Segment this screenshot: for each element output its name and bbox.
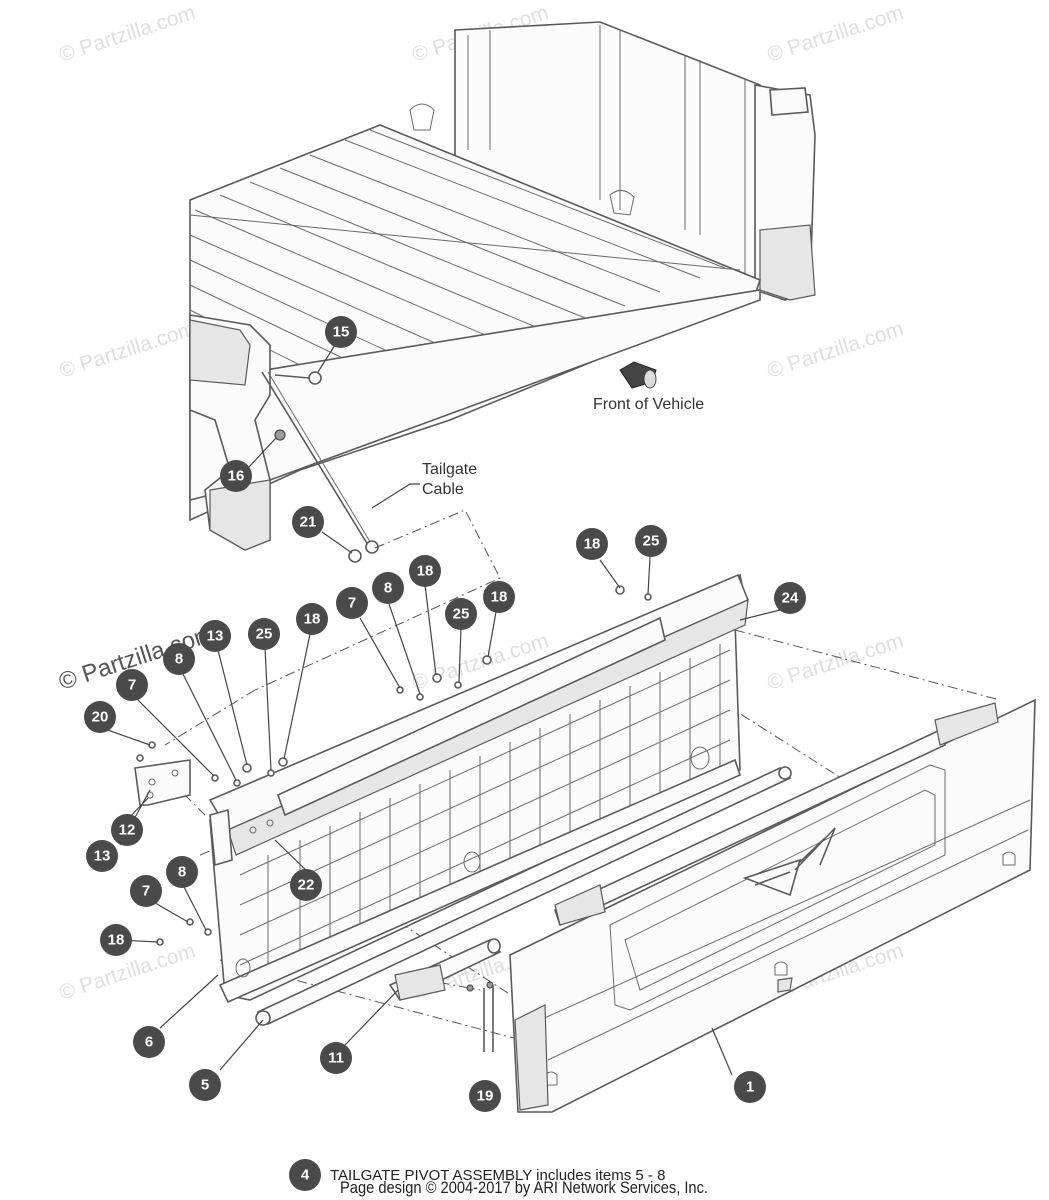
svg-text:20: 20 [92, 709, 109, 726]
callout-8[interactable]: 8 [163, 643, 195, 675]
callout-5[interactable]: 5 [189, 1069, 221, 1101]
callout-8[interactable]: 8 [372, 572, 404, 604]
svg-text:24: 24 [782, 590, 799, 607]
svg-text:18: 18 [108, 932, 125, 949]
callout-6[interactable]: 6 [133, 1026, 165, 1058]
svg-text:22: 22 [298, 877, 315, 894]
svg-text:7: 7 [128, 677, 136, 694]
svg-text:18: 18 [417, 563, 434, 580]
watermark: © Partzilla.com [764, 1, 906, 67]
svg-text:8: 8 [178, 864, 186, 881]
callout-19[interactable]: 19 [469, 1080, 501, 1112]
callout-13[interactable]: 13 [199, 620, 231, 652]
svg-text:8: 8 [384, 580, 392, 597]
watermark: © Partzilla.com [764, 317, 906, 383]
tie-down-loop [609, 190, 635, 216]
svg-text:18: 18 [584, 536, 601, 553]
callout-18[interactable]: 18 [483, 581, 515, 613]
cargo-bed [189, 21, 816, 551]
nut-16 [274, 429, 286, 441]
callout-18[interactable]: 18 [409, 555, 441, 587]
callout-25[interactable]: 25 [445, 598, 477, 630]
svg-text:8: 8 [175, 651, 183, 668]
callout-21[interactable]: 21 [292, 506, 324, 538]
latch-bar [388, 938, 502, 1052]
callout-15[interactable]: 15 [325, 316, 357, 348]
svg-text:25: 25 [643, 533, 660, 550]
watermark: © Partzilla.com [56, 317, 198, 383]
callout-4[interactable]: 4 [289, 1159, 321, 1191]
callout-18[interactable]: 18 [296, 603, 328, 635]
watermark: © Partzilla.com [56, 1, 198, 67]
svg-text:15: 15 [333, 324, 350, 341]
bolt-15 [308, 371, 322, 385]
callout-1[interactable]: 1 [734, 1071, 766, 1103]
svg-text:Tailgate: Tailgate [422, 461, 477, 478]
svg-text:7: 7 [142, 883, 150, 900]
svg-text:19: 19 [477, 1088, 494, 1105]
svg-text:25: 25 [453, 606, 470, 623]
footer: 4 TAILGATE PIVOT ASSEMBLY includes items… [289, 1159, 708, 1197]
hinge-bracket [134, 759, 191, 806]
svg-text:6: 6 [145, 1034, 153, 1051]
svg-text:1: 1 [746, 1079, 754, 1096]
front-of-vehicle-label: Front of Vehicle [593, 396, 704, 413]
tailgate-outer-panel [509, 698, 1036, 1113]
callout-12[interactable]: 12 [111, 814, 143, 846]
copyright-notice: Page design © 2004-2017 by ARI Network S… [340, 1178, 708, 1197]
svg-text:7: 7 [348, 595, 356, 612]
svg-text:25: 25 [256, 626, 273, 643]
callout-20[interactable]: 20 [84, 701, 116, 733]
tie-down-loop [409, 103, 435, 131]
callout-16[interactable]: 16 [220, 460, 252, 492]
callout-24[interactable]: 24 [774, 582, 806, 614]
brand-emblem-icon [742, 827, 836, 897]
svg-text:21: 21 [300, 514, 317, 531]
svg-text:16: 16 [228, 468, 245, 485]
watermark: © Partzilla.com [764, 629, 906, 695]
svg-text:Cable: Cable [422, 481, 464, 498]
svg-text:13: 13 [94, 848, 111, 865]
tailgate-cable [261, 371, 379, 563]
pivot-rod [255, 766, 792, 1026]
callout-18[interactable]: 18 [100, 924, 132, 956]
callout-7[interactable]: 7 [116, 669, 148, 701]
callout-11[interactable]: 11 [320, 1042, 352, 1074]
tailgate-inner-frame [208, 573, 750, 1004]
svg-text:18: 18 [491, 589, 508, 606]
svg-text:12: 12 [119, 822, 136, 839]
svg-text:13: 13 [207, 628, 224, 645]
svg-text:5: 5 [201, 1077, 209, 1094]
svg-text:18: 18 [304, 611, 321, 628]
callout-22[interactable]: 22 [290, 869, 322, 901]
svg-text:11: 11 [328, 1050, 344, 1067]
callout-25[interactable]: 25 [248, 618, 280, 650]
callout-13[interactable]: 13 [86, 840, 118, 872]
svg-text:4: 4 [301, 1167, 310, 1184]
callout-7[interactable]: 7 [336, 587, 368, 619]
front-of-vehicle-indicator: Front of Vehicle [593, 361, 704, 413]
callout-8[interactable]: 8 [166, 856, 198, 888]
callout-25[interactable]: 25 [635, 525, 667, 557]
callout-18[interactable]: 18 [576, 528, 608, 560]
callout-7[interactable]: 7 [130, 875, 162, 907]
tailgate-cable-label: Tailgate Cable [371, 461, 477, 509]
assembly-note: TAILGATE PIVOT ASSEMBLY includes items 5… [330, 1167, 665, 1184]
